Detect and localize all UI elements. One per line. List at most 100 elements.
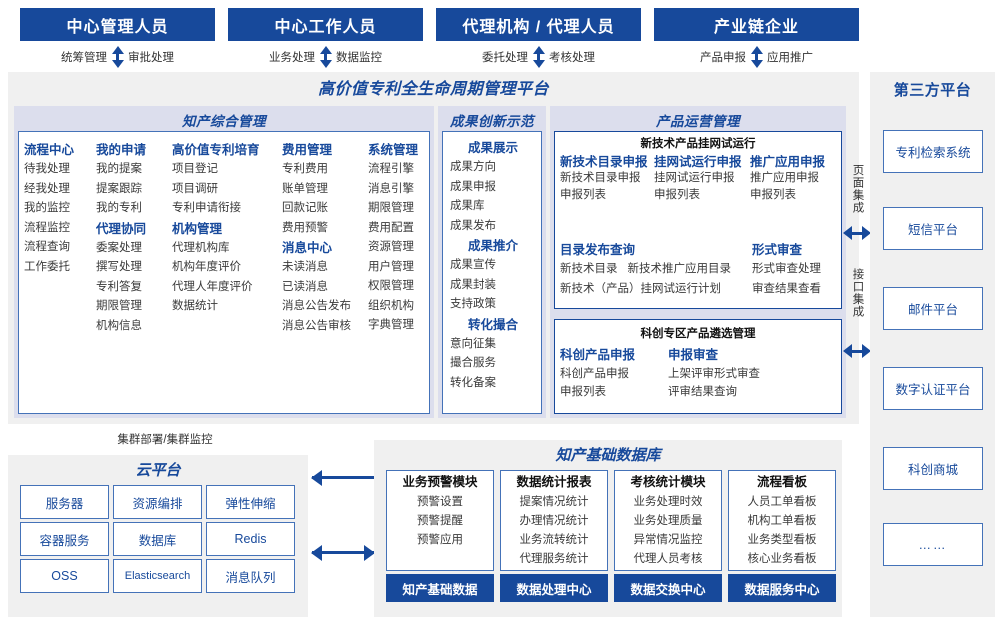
- col-item[interactable]: 委案处理: [96, 241, 142, 254]
- col-head[interactable]: 形式审查: [752, 243, 803, 257]
- col-item[interactable]: 代理人年度评价: [172, 280, 253, 293]
- db-column-item[interactable]: 异常情况监控: [633, 534, 703, 546]
- cloud-cell-7[interactable]: Elasticsearch: [113, 559, 202, 593]
- col-head[interactable]: 系统管理: [368, 143, 419, 157]
- col-item[interactable]: 专利申请衔接: [172, 202, 241, 214]
- col-item[interactable]: 我的专利: [96, 202, 142, 214]
- col-item[interactable]: 新技术（产品）挂网试运行计划: [560, 282, 721, 295]
- col-head[interactable]: 推广应用申报: [750, 155, 826, 169]
- col-head[interactable]: 成果推介: [467, 239, 518, 253]
- col-item[interactable]: 用户管理: [368, 260, 414, 273]
- col-head[interactable]: 目录发布查询: [560, 243, 636, 257]
- col-item[interactable]: 待我处理: [24, 163, 70, 175]
- third-party-item-0[interactable]: 专利检索系统: [883, 130, 983, 173]
- db-footer-0[interactable]: 知产基础数据: [386, 574, 494, 602]
- col-item[interactable]: 消息引擎: [368, 182, 414, 195]
- col-item[interactable]: 评审结果查询: [668, 386, 737, 398]
- col-item[interactable]: 专利答复: [96, 280, 142, 293]
- db-footer-3[interactable]: 数据服务中心: [728, 574, 836, 602]
- col-item[interactable]: 撰写处理: [96, 261, 142, 273]
- col-item[interactable]: 成果申报: [450, 180, 496, 193]
- col-head[interactable]: 费用管理: [282, 143, 333, 157]
- col-item[interactable]: 机构信息: [96, 319, 142, 332]
- col-head[interactable]: 高价值专利培育: [172, 143, 260, 157]
- col-item[interactable]: 我的提案: [96, 163, 142, 175]
- db-column-item[interactable]: 业务处理时效: [633, 496, 703, 508]
- col-item[interactable]: 期限管理: [368, 202, 414, 214]
- col-item[interactable]: 代理机构库: [172, 241, 230, 254]
- db-column-item[interactable]: 办理情况统计: [519, 515, 589, 527]
- col-item[interactable]: 工作委托: [24, 260, 70, 273]
- col-item[interactable]: 权限管理: [368, 280, 414, 292]
- col-item[interactable]: 成果方向: [450, 161, 496, 173]
- col-item[interactable]: 经我处理: [24, 182, 70, 195]
- role-box-0[interactable]: 中心管理人员: [20, 8, 215, 41]
- col-item[interactable]: 字典管理: [368, 319, 414, 331]
- col-item[interactable]: 回款记账: [282, 202, 328, 214]
- col-item[interactable]: 申报列表: [560, 386, 606, 398]
- col-item[interactable]: 新技术目录申报: [560, 172, 641, 184]
- col-item[interactable]: 费用预警: [282, 221, 328, 234]
- col-item[interactable]: 消息公告审核: [282, 319, 351, 332]
- third-party-item-1[interactable]: 短信平台: [883, 207, 983, 250]
- third-party-item-3[interactable]: 数字认证平台: [883, 367, 983, 410]
- cloud-cell-2[interactable]: 弹性伸缩: [206, 485, 295, 519]
- db-column-item[interactable]: 业务类型看板: [747, 534, 817, 546]
- db-footer-2[interactable]: 数据交换中心: [614, 574, 722, 602]
- col-item[interactable]: 意向征集: [450, 337, 496, 350]
- db-column-item[interactable]: 机构工单看板: [747, 515, 817, 527]
- db-column-item[interactable]: 业务流转统计: [519, 534, 589, 546]
- col-item[interactable]: 流程监控: [24, 221, 70, 234]
- cloud-cell-4[interactable]: 数据库: [113, 522, 202, 556]
- cloud-cell-0[interactable]: 服务器: [20, 485, 109, 519]
- col-item[interactable]: 数据统计: [172, 300, 218, 312]
- cloud-cell-6[interactable]: OSS: [20, 559, 109, 593]
- col-head[interactable]: 消息中心: [282, 241, 333, 255]
- col-item[interactable]: 资源管理: [368, 241, 414, 253]
- col-head[interactable]: 挂网试运行申报: [654, 155, 742, 169]
- col-item[interactable]: 机构年度评价: [172, 261, 241, 273]
- col-item[interactable]: 审查结果查看: [752, 282, 821, 295]
- col-item[interactable]: 专利费用: [282, 163, 328, 175]
- db-column-item[interactable]: 代理服务统计: [519, 553, 589, 565]
- col-head[interactable]: 流程中心: [24, 143, 75, 157]
- col-item[interactable]: 撮合服务: [450, 357, 496, 369]
- col-head[interactable]: 转化撮合: [467, 317, 518, 332]
- col-item[interactable]: 成果发布: [450, 219, 496, 232]
- db-column-item[interactable]: 预警提醒: [417, 515, 463, 527]
- col-item[interactable]: 支持政策: [450, 298, 496, 310]
- col-item[interactable]: 消息公告发布: [282, 300, 351, 312]
- db-column-item[interactable]: 预警应用: [417, 534, 463, 546]
- col-item[interactable]: 成果宣传: [450, 259, 496, 271]
- col-item[interactable]: 科创产品申报: [560, 368, 629, 380]
- col-item[interactable]: 申报列表: [654, 189, 700, 201]
- db-column-item[interactable]: 业务处理质量: [633, 515, 703, 527]
- col-head[interactable]: 机构管理: [172, 221, 223, 236]
- col-head[interactable]: 申报审查: [668, 348, 719, 362]
- col-item[interactable]: 成果封装: [450, 278, 496, 291]
- col-item[interactable]: 项目登记: [172, 163, 218, 175]
- col-item[interactable]: 账单管理: [282, 182, 328, 195]
- col-item[interactable]: 我的监控: [24, 202, 70, 214]
- col-item[interactable]: 推广应用申报: [750, 172, 819, 184]
- role-box-2[interactable]: 代理机构 / 代理人员: [436, 8, 641, 41]
- col-item[interactable]: 流程查询: [24, 241, 70, 253]
- col-item[interactable]: 挂网试运行申报: [654, 172, 735, 184]
- third-party-item-5[interactable]: ……: [883, 523, 983, 566]
- db-footer-1[interactable]: 数据处理中心: [500, 574, 608, 602]
- col-head[interactable]: 成果展示: [467, 141, 518, 155]
- db-column-item[interactable]: 提案情况统计: [519, 496, 589, 508]
- col-head[interactable]: 科创产品申报: [560, 348, 636, 362]
- db-column-item[interactable]: 核心业务看板: [747, 553, 817, 565]
- col-item[interactable]: 新技术目录: [560, 263, 618, 275]
- col-item[interactable]: 申报列表: [750, 189, 796, 201]
- col-item[interactable]: 提案跟踪: [96, 182, 142, 195]
- col-item[interactable]: 费用配置: [368, 221, 414, 234]
- db-column-item[interactable]: 人员工单看板: [747, 496, 817, 508]
- col-item[interactable]: 组织机构: [368, 299, 414, 312]
- role-box-3[interactable]: 产业链企业: [654, 8, 859, 41]
- col-item[interactable]: 流程引擎: [368, 163, 414, 175]
- col-head[interactable]: 代理协同: [96, 221, 147, 236]
- db-column-item[interactable]: 代理人员考核: [633, 553, 703, 565]
- cloud-cell-8[interactable]: 消息队列: [206, 559, 295, 593]
